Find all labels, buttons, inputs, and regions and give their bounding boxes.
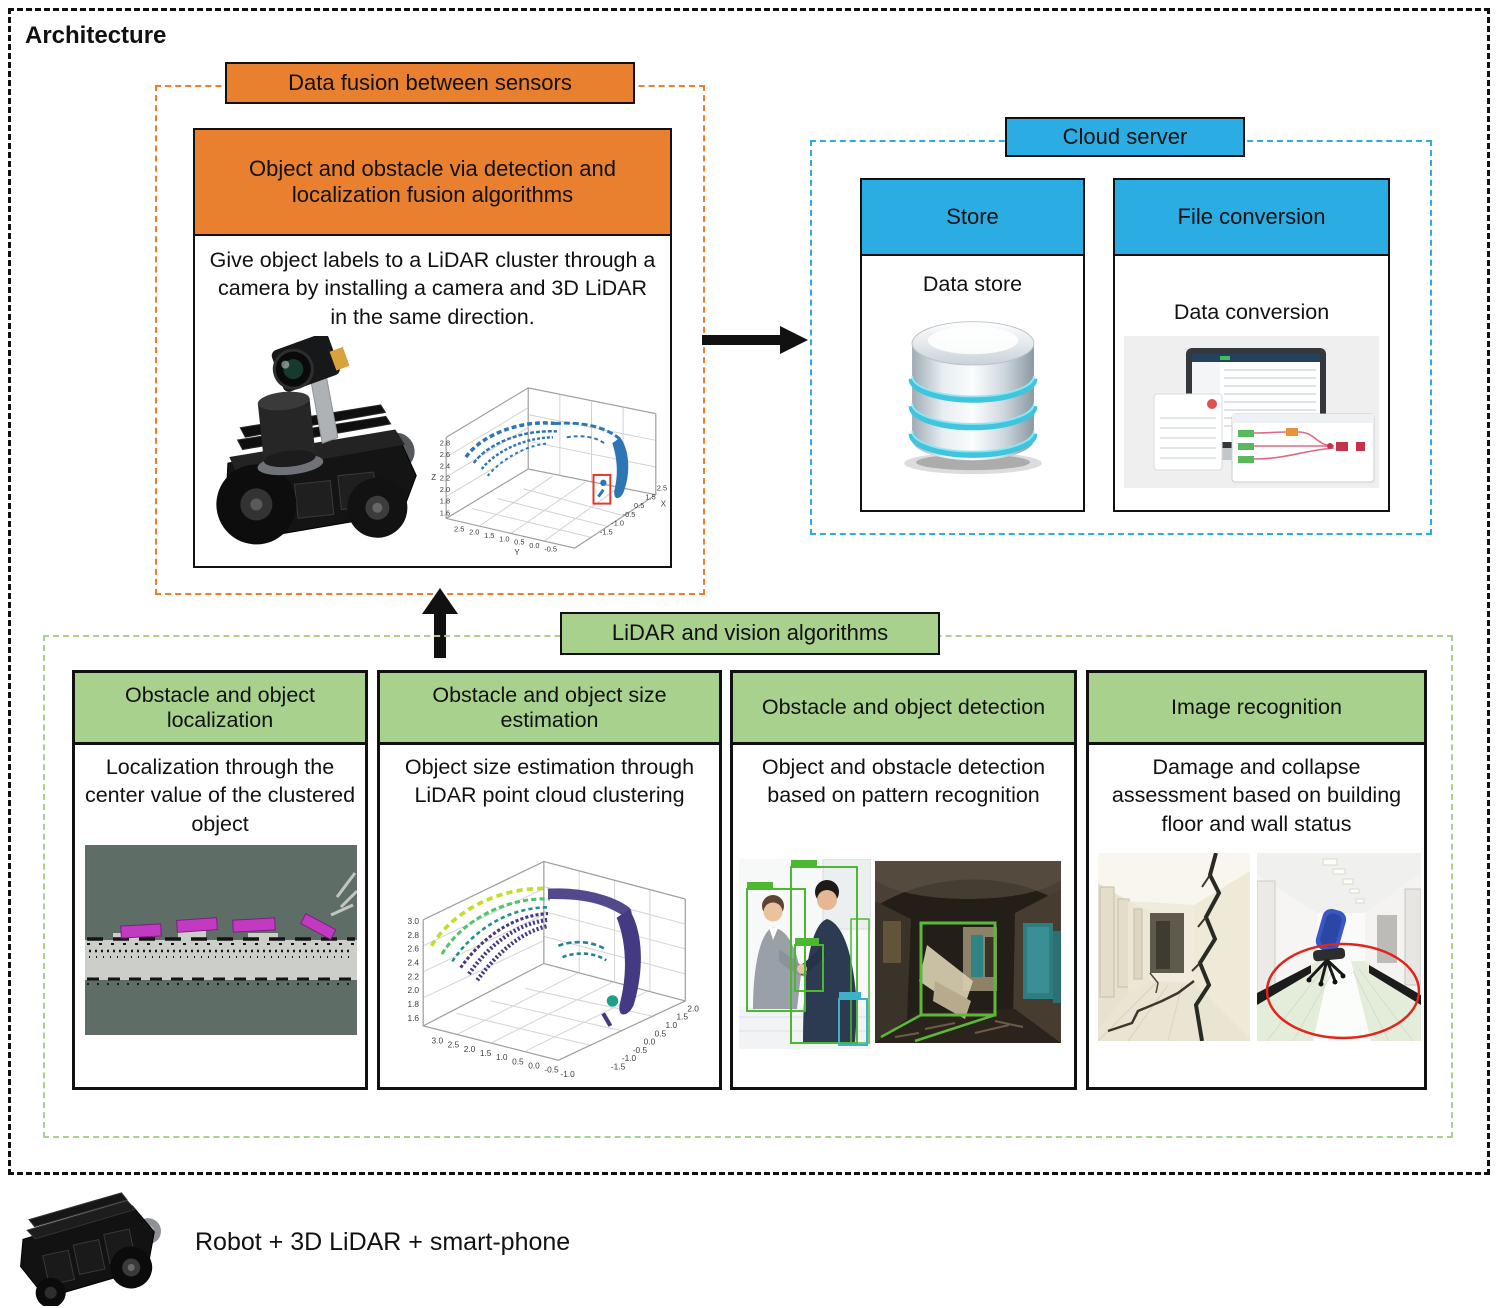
- svg-text:2.2: 2.2: [407, 971, 419, 981]
- svg-text:-0.5: -0.5: [544, 1065, 559, 1075]
- svg-text:1.5: 1.5: [480, 1048, 492, 1058]
- architecture-frame: [8, 8, 1490, 1175]
- size-plot-y-ticks: 3.0 2.5 2.0 1.5 1.0 0.5 0.0 -0.5-1.0: [432, 1036, 576, 1079]
- svg-text:2.0: 2.0: [469, 528, 479, 537]
- svg-text:0.5: 0.5: [514, 538, 524, 547]
- size-plot-x-ticks: 2.01.51.00.50.0-0.5-1.0-1.5: [611, 1003, 699, 1071]
- svg-text:2.0: 2.0: [687, 1003, 699, 1013]
- svg-text:0.5: 0.5: [634, 501, 644, 510]
- svg-text:Z: Z: [431, 473, 436, 482]
- fusion-box: Object and obstacle via detection and lo…: [193, 128, 672, 568]
- cloud-group-label: Cloud server: [1005, 117, 1245, 157]
- fusion-group-label: Data fusion between sensors: [225, 62, 635, 104]
- image-recognition-box-title: Image recognition: [1089, 673, 1424, 745]
- occupancy-grid-map-image: [85, 845, 357, 1035]
- svg-text:0.0: 0.0: [644, 1037, 656, 1047]
- svg-text:-1.0: -1.0: [611, 519, 624, 528]
- svg-text:2.5: 2.5: [454, 524, 464, 533]
- localization-box-title: Obstacle and object localization: [75, 673, 365, 745]
- svg-text:-1.0: -1.0: [622, 1053, 637, 1063]
- robot-lidar-camera-image: [216, 336, 417, 545]
- architecture-title: Architecture: [25, 22, 167, 49]
- hallway-collapse-photo: [1257, 853, 1421, 1041]
- data-conversion-screenshot-image: [1124, 336, 1379, 489]
- svg-text:-1.5: -1.5: [611, 1062, 626, 1072]
- svg-text:2.5: 2.5: [657, 484, 667, 493]
- fusion-pointcloud-plot: 2.8 2.6 2.4 2.2 2.0 1.8 1.6 2.5 2.0 1.5 1.0 0.5 0.0…: [431, 387, 667, 557]
- svg-text:3.0: 3.0: [432, 1036, 444, 1046]
- svg-text:0.0: 0.0: [529, 541, 539, 550]
- svg-text:-0.5: -0.5: [544, 544, 557, 553]
- svg-text:1.5: 1.5: [676, 1012, 688, 1022]
- database-icon: [903, 321, 1042, 475]
- localization-box-description: Localization through the center value of…: [84, 755, 356, 836]
- svg-text:2.8: 2.8: [440, 438, 450, 447]
- svg-text:X: X: [661, 500, 667, 509]
- svg-text:2.4: 2.4: [407, 957, 419, 967]
- arrow-fusion-to-cloud-icon: [702, 326, 808, 354]
- svg-text:1.6: 1.6: [407, 1013, 419, 1023]
- svg-text:3.0: 3.0: [407, 916, 419, 926]
- svg-text:2.6: 2.6: [440, 450, 450, 459]
- size-estimation-box-description: Object size estimation through LiDAR poi…: [404, 755, 695, 808]
- svg-text:2.0: 2.0: [440, 485, 450, 494]
- fusion-plot-z-ticks: 2.8 2.6 2.4 2.2 2.0 1.8 1.6: [440, 438, 450, 517]
- svg-text:2.8: 2.8: [407, 930, 419, 940]
- footer-caption: Robot + 3D LiDAR + smart-phone: [195, 1228, 571, 1256]
- svg-text:0.5: 0.5: [512, 1056, 524, 1066]
- algorithms-group-label: LiDAR and vision algorithms: [560, 612, 940, 655]
- svg-text:2.0: 2.0: [407, 985, 419, 995]
- svg-text:-0.5: -0.5: [623, 510, 636, 519]
- svg-text:2.5: 2.5: [448, 1040, 460, 1050]
- svg-text:0.0: 0.0: [528, 1061, 540, 1071]
- person-detection-photo: [739, 859, 871, 1049]
- svg-text:2.0: 2.0: [464, 1044, 476, 1054]
- image-recognition-box-description: Damage and collapse assessment based on …: [1111, 755, 1402, 836]
- file-conversion-box-description: Data conversion: [1173, 300, 1330, 324]
- size-plot-z-ticks: 3.0 2.8 2.6 2.4 2.2 2.0 1.8 1.6: [407, 916, 419, 1023]
- ruin-detection-photo: [875, 861, 1061, 1043]
- localization-box: Obstacle and object localization Localiz…: [72, 670, 368, 1090]
- svg-text:1.5: 1.5: [484, 531, 494, 540]
- svg-text:1.8: 1.8: [407, 999, 419, 1009]
- svg-text:Y: Y: [514, 548, 520, 557]
- store-box: Store Data store: [860, 178, 1085, 512]
- svg-text:1.5: 1.5: [645, 492, 655, 501]
- store-box-description: Data store: [922, 272, 1023, 296]
- detection-box: Obstacle and object detection Object and…: [730, 670, 1077, 1090]
- fusion-plot-y-ticks: 2.5 2.0 1.5 1.0 0.5 0.0 -0.5: [454, 524, 557, 553]
- svg-text:1.0: 1.0: [499, 534, 509, 543]
- svg-text:2.4: 2.4: [440, 462, 450, 471]
- svg-text:-0.5: -0.5: [633, 1045, 648, 1055]
- svg-text:1.6: 1.6: [440, 508, 450, 517]
- fusion-box-title: Object and obstacle via detection and lo…: [195, 130, 670, 236]
- svg-text:-1.0: -1.0: [560, 1069, 575, 1079]
- svg-text:-1.5: -1.5: [600, 527, 613, 536]
- image-recognition-box: Image recognition Damage and collapse as…: [1086, 670, 1427, 1090]
- fusion-box-description: Give object labels to a LiDAR cluster th…: [209, 248, 656, 329]
- svg-text:0.5: 0.5: [655, 1028, 667, 1038]
- svg-text:1.8: 1.8: [440, 497, 450, 506]
- fusion-plot-x-ticks: 2.51.50.5-0.5-1.0-1.5: [600, 484, 667, 537]
- svg-text:2.6: 2.6: [407, 944, 419, 954]
- store-box-title: Store: [862, 180, 1083, 256]
- detection-box-title: Obstacle and object detection: [733, 673, 1074, 745]
- svg-text:2.2: 2.2: [440, 473, 450, 482]
- size-estimation-box: Obstacle and object size estimation Obje…: [377, 670, 722, 1090]
- detection-box-description: Object and obstacle detection based on p…: [761, 755, 1046, 808]
- svg-text:1.0: 1.0: [496, 1052, 508, 1062]
- wall-crack-photo: [1098, 853, 1250, 1041]
- file-conversion-box: File conversion Data conversion: [1113, 178, 1390, 512]
- svg-text:1.0: 1.0: [666, 1020, 678, 1030]
- file-conversion-box-title: File conversion: [1115, 180, 1388, 256]
- size-estimation-box-title: Obstacle and object size estimation: [380, 673, 719, 745]
- footer-robot-image: [20, 1192, 162, 1306]
